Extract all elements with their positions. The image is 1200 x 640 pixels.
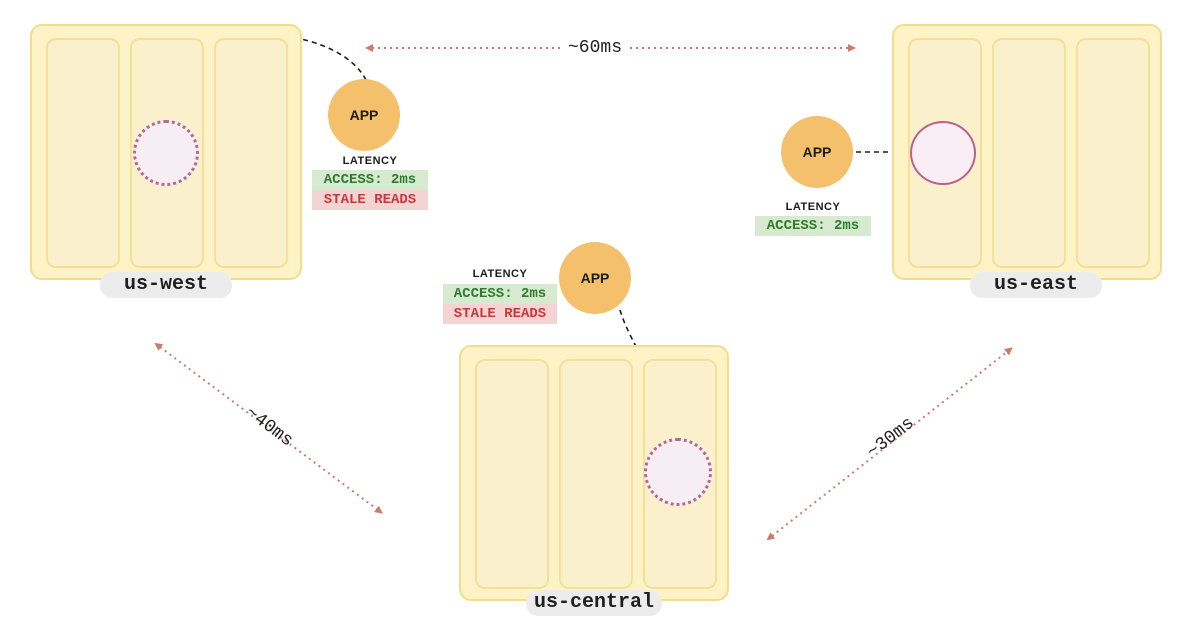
latency-title-central: LATENCY: [472, 268, 528, 280]
latency-stale-central: STALE READS: [443, 304, 557, 324]
node-central-2: [559, 359, 633, 589]
node-east-3: [1076, 38, 1150, 268]
region-label-us-east: us-east: [970, 272, 1102, 298]
app-west: APP: [328, 79, 400, 151]
latency-access-east: ACCESS: 2ms: [755, 216, 871, 236]
node-east-2: [992, 38, 1066, 268]
latency-stale-west: STALE READS: [312, 190, 428, 210]
node-central-1: [475, 359, 549, 589]
latency-title-east: LATENCY: [785, 201, 841, 213]
distance-arrow-west-central: [154, 342, 383, 514]
replica-central-stale: [644, 438, 712, 506]
distance-label-west-east: ~60ms: [564, 38, 627, 58]
latency-title-west: LATENCY: [342, 155, 398, 167]
node-west-3: [214, 38, 288, 268]
replica-west-stale: [133, 120, 199, 186]
node-west-1: [46, 38, 120, 268]
app-central: APP: [559, 242, 631, 314]
region-label-us-central: us-central: [526, 590, 662, 616]
latency-access-central: ACCESS: 2ms: [443, 284, 557, 304]
region-label-us-west: us-west: [100, 272, 232, 298]
app-east: APP: [781, 116, 853, 188]
latency-access-west: ACCESS: 2ms: [312, 170, 428, 190]
replica-east-leaseholder: [910, 121, 976, 185]
